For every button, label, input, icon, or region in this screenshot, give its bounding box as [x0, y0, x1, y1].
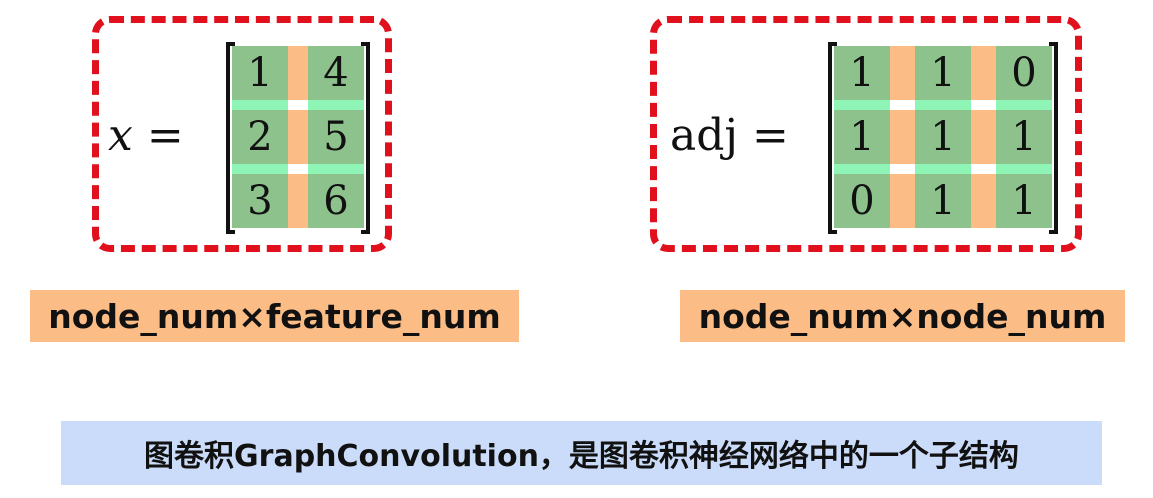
- separator-crossing: [971, 164, 996, 174]
- matrix-cell: 0: [996, 46, 1052, 100]
- separator-crossing: [288, 100, 308, 110]
- row-separator: [308, 164, 364, 174]
- separator-crossing: [288, 164, 308, 174]
- feature-matrix-lhs: x =: [108, 110, 184, 161]
- feature-matrix-variable: x: [108, 110, 133, 161]
- adjacency-matrix-highlight-box: [650, 16, 1082, 252]
- column-separator: [890, 46, 915, 100]
- column-separator: [288, 110, 308, 164]
- column-separator: [890, 110, 915, 164]
- row-separator: [834, 100, 890, 110]
- matrix-cell: 3: [232, 174, 288, 228]
- separator-crossing: [890, 100, 915, 110]
- matrix-cell: 6: [308, 174, 364, 228]
- separator-crossing: [971, 100, 996, 110]
- matrix-cell: 5: [308, 110, 364, 164]
- matrix-cell: 1: [834, 46, 890, 100]
- column-separator: [288, 46, 308, 100]
- feature-matrix-grid: 1 4 2 5 3 6: [232, 46, 364, 228]
- feature-matrix-highlight-box: [92, 16, 392, 252]
- feature-matrix-equals: =: [146, 110, 184, 161]
- matrix-cell: 1: [915, 46, 971, 100]
- row-separator: [996, 100, 1052, 110]
- left-bracket: [828, 42, 837, 234]
- matrix-cell: 1: [915, 110, 971, 164]
- feature-matrix-shape-label: node_num×feature_num: [30, 290, 519, 342]
- matrix-cell: 2: [232, 110, 288, 164]
- column-separator: [971, 110, 996, 164]
- matrix-cell: 1: [996, 174, 1052, 228]
- row-separator: [915, 100, 971, 110]
- row-separator: [232, 100, 288, 110]
- matrix-cell: 1: [915, 174, 971, 228]
- matrix-cell: 1: [834, 110, 890, 164]
- left-bracket: [226, 42, 235, 234]
- matrix-cell: 1: [996, 110, 1052, 164]
- matrix-cell: 4: [308, 46, 364, 100]
- column-separator: [971, 174, 996, 228]
- column-separator: [288, 174, 308, 228]
- feature-matrix: 1 4 2 5 3 6: [226, 42, 370, 234]
- separator-crossing: [890, 164, 915, 174]
- adjacency-matrix-shape-label: node_num×node_num: [680, 290, 1125, 342]
- column-separator: [971, 46, 996, 100]
- right-bracket: [361, 42, 370, 234]
- row-separator: [308, 100, 364, 110]
- adjacency-matrix-equals: =: [752, 110, 789, 161]
- row-separator: [834, 164, 890, 174]
- row-separator: [232, 164, 288, 174]
- column-separator: [890, 174, 915, 228]
- row-separator: [915, 164, 971, 174]
- adjacency-matrix-lhs: adj =: [670, 110, 789, 161]
- adjacency-matrix-grid: 1 1 0 1 1 1 0 1 1: [834, 46, 1052, 228]
- right-bracket: [1049, 42, 1058, 234]
- adjacency-matrix: 1 1 0 1 1 1 0 1 1: [828, 42, 1058, 234]
- row-separator: [996, 164, 1052, 174]
- matrix-cell: 0: [834, 174, 890, 228]
- adjacency-matrix-variable: adj: [670, 110, 739, 161]
- matrix-cell: 1: [232, 46, 288, 100]
- caption-banner: 图卷积GraphConvolution，是图卷积神经网络中的一个子结构: [61, 421, 1102, 485]
